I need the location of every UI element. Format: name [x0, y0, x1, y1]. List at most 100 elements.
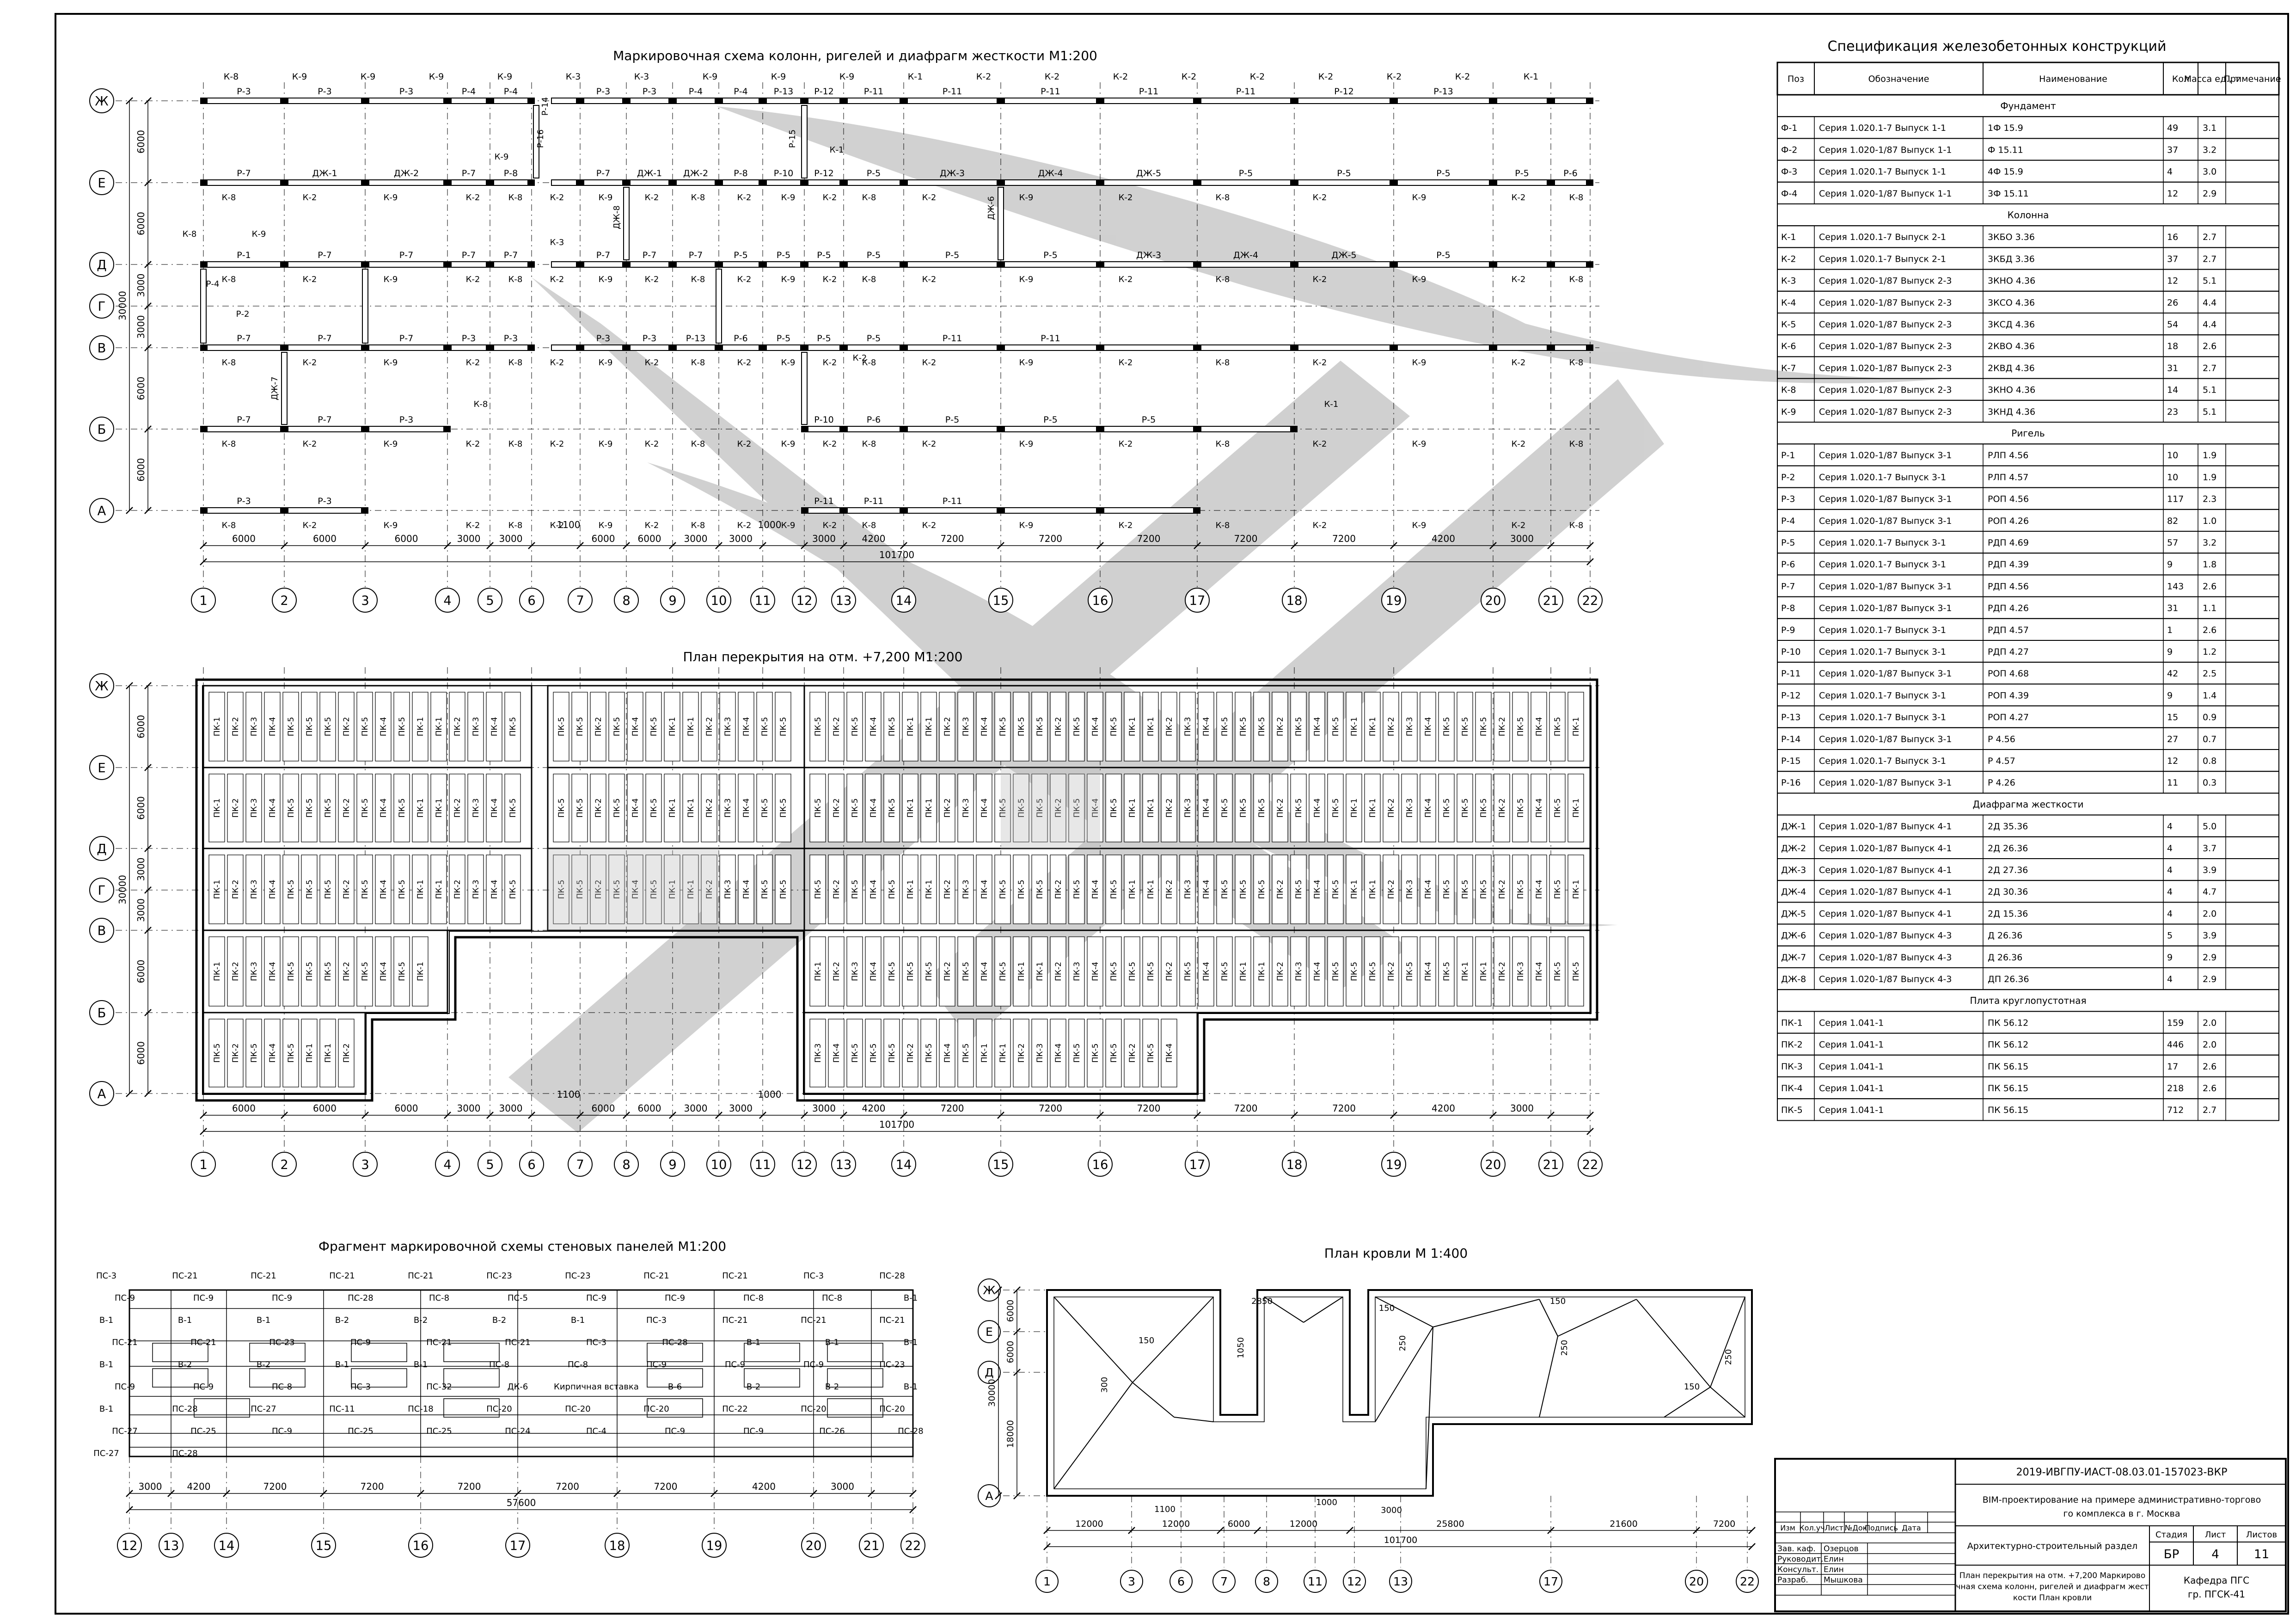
column-mark: К-2 [737, 275, 752, 284]
column-mark: К-8 [508, 193, 523, 203]
panel-mark: ПС-27 [93, 1449, 119, 1458]
column-mark: К-8 [1569, 193, 1584, 203]
dim-tick [144, 927, 152, 934]
column-square [487, 261, 493, 268]
panel-mark: ПС-21 [329, 1271, 355, 1281]
hollow-core-slab [1457, 774, 1473, 842]
spec-pos-cell: К-4 [1781, 298, 1796, 308]
slab-mark: ПК-2 [231, 717, 240, 737]
beam-bar [722, 344, 759, 351]
axis-label: В [98, 924, 106, 938]
column-square [1548, 261, 1554, 268]
dim-tick [997, 1112, 1004, 1119]
slab-mark: ПК-4 [1313, 962, 1322, 981]
slab-mark: ПК-5 [888, 962, 897, 981]
row-axis-bubble [89, 918, 114, 943]
roof-ridge-line [1053, 1382, 1133, 1489]
slab-mark: ПК-5 [906, 962, 915, 981]
dim-tick [1013, 1286, 1021, 1294]
beam-bar [808, 507, 840, 514]
column-mark: К-8 [222, 193, 236, 203]
spec-pos-cell: Р-2 [1781, 472, 1795, 482]
spec-mass-cell: 5.1 [2203, 276, 2216, 286]
axis-label: Д [97, 258, 106, 272]
axis-label: Б [98, 423, 106, 437]
panel-mark: ПС-8 [743, 1293, 764, 1303]
slab-mark: ПК-5 [998, 717, 1008, 737]
spec-mass-cell: 4.4 [2203, 298, 2216, 308]
roof-ridge-line [1710, 1387, 1745, 1418]
spec-pos-cell: Р-7 [1781, 581, 1795, 591]
column-mark: К-9 [361, 72, 375, 82]
spec-name-cell: РЛП 4.57 [1988, 472, 2028, 482]
slab-mark: ПК-5 [649, 799, 659, 818]
slab-mark: ПК-5 [1294, 799, 1304, 818]
window-panel [443, 1368, 500, 1388]
column-axis-bubble [1088, 1152, 1113, 1177]
beam-mark: Р-11 [943, 86, 962, 97]
slab-mark: ПК-5 [1017, 799, 1026, 818]
dim-tick [623, 542, 630, 549]
column-square [200, 261, 207, 268]
slab-mark: ПК-3 [1183, 717, 1193, 737]
misc-mark: К-9 [495, 152, 509, 162]
axis-label: Е [986, 1325, 993, 1339]
column-dimension: 7200 [556, 1481, 579, 1492]
building-inner-outline [202, 685, 1592, 1095]
hollow-core-slab [1383, 854, 1399, 924]
dim-tick [144, 344, 152, 351]
slab-mark: ПК-5 [508, 717, 518, 737]
roof-ridge-line [1557, 1299, 1637, 1337]
panel-mark: ПС-25 [426, 1426, 452, 1436]
total-width-dimension: 101700 [1384, 1535, 1418, 1545]
column-mark: К-2 [303, 521, 317, 530]
dim-tick [1217, 1527, 1224, 1534]
hollow-core-slab [846, 692, 863, 762]
hollow-core-slab [828, 936, 845, 1007]
column-square [1291, 261, 1298, 268]
hollow-core-slab [756, 692, 773, 762]
column-axis-bubble [614, 1152, 639, 1177]
slab-mark: ПК-5 [1128, 962, 1137, 981]
row-dimension: 6000 [135, 796, 147, 820]
slab-mark: ПК-3 [1183, 799, 1193, 818]
beam-bar [368, 179, 444, 186]
gap-dimension: 1000 [758, 1089, 782, 1100]
slab-mark: ПК-1 [1479, 962, 1488, 981]
hollow-core-slab [301, 774, 318, 842]
beam-mark: Р-5 [1142, 415, 1156, 425]
dim-tick [144, 507, 152, 514]
column-square [669, 98, 676, 104]
panel-mark: В-1 [904, 1293, 918, 1303]
axis-label: 8 [622, 594, 630, 608]
column-mark: К-9 [781, 521, 796, 530]
slab-mark: ПК-5 [576, 717, 585, 737]
hollow-core-slab [1179, 854, 1196, 924]
dim-tick [126, 507, 133, 514]
slab-mark: ПК-5 [649, 717, 659, 737]
spec-header-cell: Наименование [2039, 74, 2107, 84]
column-axis-bubble [750, 588, 775, 613]
dim-tick [281, 542, 288, 549]
spec-name-cell: 2Д 30.36 [1988, 887, 2028, 897]
spec-mass-cell: 4.4 [2203, 319, 2216, 330]
spec-pos-cell: Р-4 [1781, 516, 1795, 526]
slab-mark: ПК-5 [1331, 880, 1341, 899]
diaphragm-bar [362, 269, 368, 344]
row-dimension: 6000 [135, 377, 147, 400]
hollow-core-slab [1124, 1019, 1140, 1087]
dim-tick [1489, 542, 1497, 549]
slab-mark: ПК-5 [305, 717, 314, 737]
column-square [200, 179, 207, 186]
slab-mark: ПК-2 [1276, 717, 1285, 737]
slab-mark: ПК-5 [869, 1044, 878, 1063]
column-mark: К-9 [781, 275, 796, 284]
hollow-core-slab [486, 854, 502, 924]
panel-mark: В-1 [904, 1382, 918, 1392]
hollow-core-slab [227, 1019, 244, 1087]
panel-mark: ПС-3 [803, 1271, 824, 1281]
spec-qty-cell: 11 [2167, 778, 2178, 788]
slab-mark: ПК-5 [1553, 799, 1562, 818]
gap-dimension: 1000 [758, 519, 782, 530]
row-dimension: 6000 [135, 458, 147, 482]
